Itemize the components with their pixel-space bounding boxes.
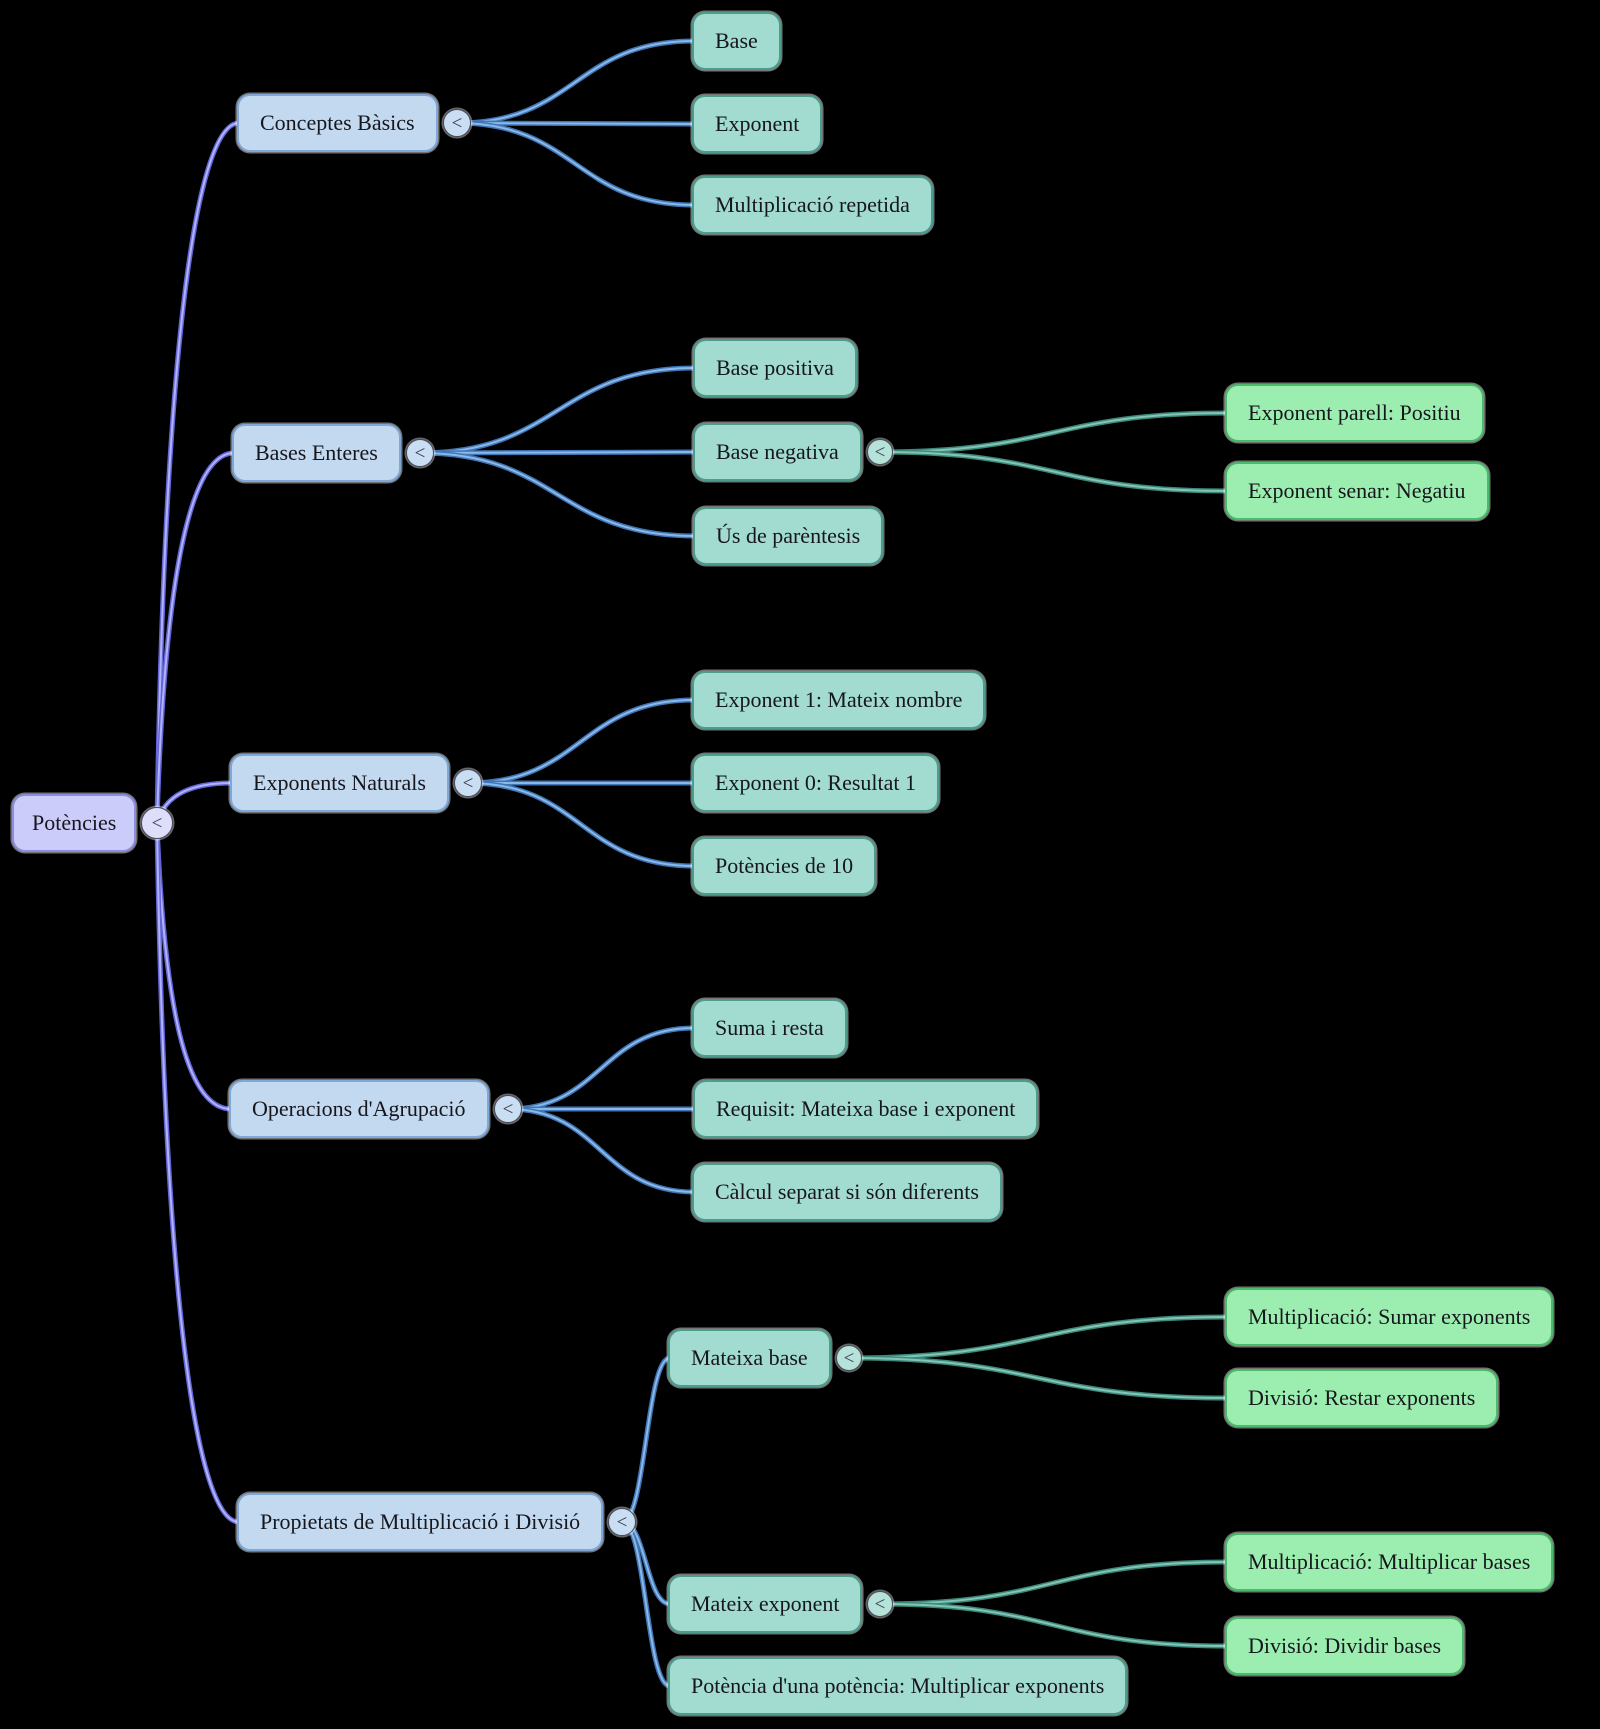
collapse-toggle-baseneg[interactable]: < [867, 439, 893, 465]
edge-baseneg-parell [879, 412, 1228, 453]
node-exponent-parell-positiu[interactable]: Exponent parell: Positiu [1225, 384, 1484, 442]
edge-potencies-bases [156, 452, 235, 824]
edge-baseneg-senar [879, 451, 1228, 492]
node-mateixa-base[interactable]: Mateixa base [668, 1329, 831, 1387]
collapse-toggle-conceptes[interactable]: < [443, 109, 471, 137]
edge-mateixabase-multsumar [848, 1316, 1228, 1359]
node-calcul-separat[interactable]: Càlcul separat si són diferents [692, 1163, 1002, 1221]
node-multiplicacio-multiplicar-bases[interactable]: Multiplicació: Multiplicar bases [1225, 1533, 1554, 1591]
node-exponents-naturals[interactable]: Exponents Naturals [230, 754, 449, 812]
node-potencies[interactable]: Potències [12, 794, 137, 852]
edge-bases-baseneg [419, 451, 696, 454]
node-exponent[interactable]: Exponent [692, 95, 823, 153]
node-propietats-mult-div[interactable]: Propietats de Multiplicació i Divisió [237, 1493, 604, 1551]
edge-conceptes-exponent [456, 122, 695, 125]
edge-bases-usparen [419, 452, 696, 537]
edge-mateixexp-divbases [879, 1603, 1228, 1647]
edge-potencies-operacions [156, 822, 232, 1110]
edge-propietats-mateixabase [621, 1357, 671, 1523]
node-exponent-senar-negatiu[interactable]: Exponent senar: Negatiu [1225, 462, 1489, 520]
collapse-toggle-operacions[interactable]: < [494, 1095, 522, 1123]
node-base-negativa[interactable]: Base negativa [693, 423, 862, 481]
edge-bases-basepos [419, 367, 696, 454]
node-multiplicacio-sumar-exponents[interactable]: Multiplicació: Sumar exponents [1225, 1288, 1554, 1346]
edge-exponents-pot10 [467, 782, 695, 867]
node-mateix-exponent[interactable]: Mateix exponent [668, 1575, 863, 1633]
node-requisit-mateixa-base[interactable]: Requisit: Mateixa base i exponent [693, 1080, 1039, 1138]
edge-conceptes-base [456, 40, 695, 124]
node-us-de-parentesis[interactable]: Ús de parèntesis [693, 507, 884, 565]
node-base-positiva[interactable]: Base positiva [693, 339, 857, 397]
collapse-toggle-propietats[interactable]: < [608, 1508, 636, 1536]
edge-exponents-exp1 [467, 699, 695, 784]
node-exponent-1[interactable]: Exponent 1: Mateix nombre [692, 671, 986, 729]
edge-potencies-conceptes [156, 122, 240, 824]
collapse-toggle-mateixexp[interactable]: < [867, 1591, 893, 1617]
node-base[interactable]: Base [692, 12, 781, 70]
node-divisio-restar-exponents[interactable]: Divisió: Restar exponents [1225, 1369, 1499, 1427]
node-divisio-dividir-bases[interactable]: Divisió: Dividir bases [1225, 1617, 1465, 1675]
node-potencia-duna-potencia[interactable]: Potència d'una potència: Multiplicar exp… [668, 1657, 1128, 1715]
edge-mateixexp-multbases [879, 1561, 1228, 1605]
edge-conceptes-multrep [456, 122, 695, 206]
edge-potencies-propietats [156, 822, 240, 1523]
node-potencies-de-10[interactable]: Potències de 10 [692, 837, 877, 895]
collapse-toggle-exponents[interactable]: < [454, 769, 482, 797]
collapse-toggle-mateixabase[interactable]: < [836, 1345, 862, 1371]
node-multiplicacio-repetida[interactable]: Multiplicació repetida [692, 176, 933, 234]
node-suma-i-resta[interactable]: Suma i resta [692, 999, 847, 1057]
collapse-toggle-bases[interactable]: < [406, 439, 434, 467]
edge-operacions-calcul [507, 1108, 695, 1193]
node-bases-enteres[interactable]: Bases Enteres [232, 424, 401, 482]
node-operacions-agrupacio[interactable]: Operacions d'Agrupació [229, 1080, 489, 1138]
node-exponent-0[interactable]: Exponent 0: Resultat 1 [692, 754, 940, 812]
edge-operacions-suma [507, 1027, 695, 1110]
collapse-toggle-potencies[interactable]: < [141, 807, 173, 839]
edge-mateixabase-divrestar [848, 1357, 1228, 1399]
node-conceptes-basics[interactable]: Conceptes Bàsics [237, 94, 438, 152]
